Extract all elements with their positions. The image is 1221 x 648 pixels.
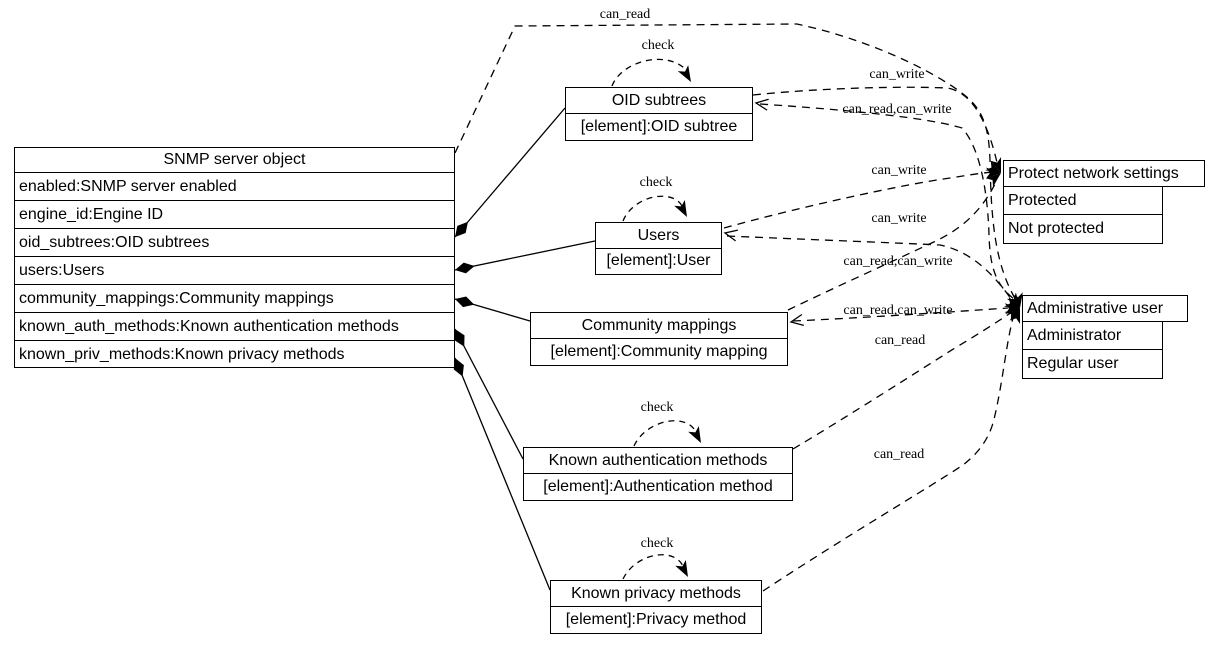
arrowhead-into-community-mappings [789,313,804,326]
node-title: Known authentication methods [524,448,792,474]
node-oid-subtrees: OID subtrees [element]:OID subtree [565,87,753,141]
node-title: SNMP server object [15,148,454,173]
diamond-oid-subtrees [455,221,468,237]
arrowhead-check-oid [677,65,691,82]
edge-label-check-auth: check [640,400,674,415]
node-protect-network-settings-title: Protect network settings [1003,160,1205,187]
edge-label-check-users: check [639,175,673,190]
edge-can-write-users-administrative-user [726,235,1015,304]
node-snmp-server-object: SNMP server object enabled:SNMP server e… [14,147,455,368]
arrowheads-protect-network-settings [985,157,1002,187]
diamond-community-mappings [455,296,475,308]
edge-composition-users [454,240,596,271]
arrowheads-into-collections [723,98,804,326]
attribute-row-community-mappings: community_mappings:Community mappings [15,285,454,313]
edge-composition-oid-subtrees [454,107,566,238]
attribute-row-oid-subtrees: oid_subtrees:OID subtrees [15,229,454,257]
arrowhead-into-oid-subtrees [754,98,769,111]
edge-can-write-oid-subtrees-to-protect [752,86,999,168]
attribute-row-engine-id: engine_id:Engine ID [15,201,454,229]
attribute-row-users: users:Users [15,257,454,285]
node-administrative-user-values: Administrator Regular user [1022,322,1163,379]
element-row: [element]:Authentication method [543,477,773,495]
node-title: OID subtrees [566,88,752,114]
node-known-auth-methods: Known authentication methods [element]:A… [523,447,793,501]
edge-label-can-write-users-2: can_write [871,211,927,226]
edge-label-can-read-priv: can_read [873,447,925,462]
edge-label-can-write-oid: can_write [869,67,925,82]
arrowheads-administrative-user [1004,292,1023,324]
edge-can-read-can-write-community-mappings-to-protect [787,179,998,311]
edge-label-check-oid: check [641,38,675,53]
attribute-row-enabled: enabled:SNMP server enabled [15,173,454,201]
attribute-row-known-priv-methods: known_priv_methods:Known privacy methods [19,346,345,363]
edge-can-read-known-priv-methods-to-administrative-user [762,317,1014,592]
node-administrative-user-title: Administrative user [1022,295,1188,322]
enum-value-protected: Protected [1004,187,1162,215]
edge-label-crw-oid: can_read,can_write [842,102,952,117]
arrowhead-check-users [674,200,687,217]
element-row: [element]:User [606,252,711,269]
edge-label-can-read-auth: can_read [874,333,926,348]
arrowhead-into-users [723,229,739,242]
edge-check-oid-subtrees [611,58,687,87]
diamond-known-priv-methods [453,358,464,377]
edge-composition-known-auth-methods [454,328,524,460]
element-row: [element]:Privacy method [565,610,747,628]
enum-value-regular-user: Regular user [1027,355,1119,372]
edge-label-can-read-top: can_read [599,7,651,22]
attribute-row-known-auth-methods: known_auth_methods:Known authentication … [15,313,454,341]
edge-check-known-priv-methods [622,554,684,580]
composition-diamonds [453,221,475,377]
edge-label-crw-cm-1: can_read,can_write [843,254,953,269]
arrowheads-check-loops [674,65,701,577]
enum-value-administrator: Administrator [1023,322,1162,350]
edge-label-can-write-users-1: can_write [871,163,927,178]
node-community-mappings: Community mappings [element]:Community m… [530,312,788,366]
node-known-priv-methods: Known privacy methods [element]:Privacy … [550,580,762,634]
edge-label-crw-cm-2: can_read,can_write [843,303,953,318]
node-title: Users [596,223,721,249]
edge-composition-known-priv-methods [454,357,551,591]
edge-check-known-auth-methods [633,420,697,447]
element-row: [element]:OID subtree [580,117,738,135]
edge-can-write-users-to-protect [723,171,998,229]
diamond-users [455,262,475,274]
diamond-known-auth-methods [454,329,465,347]
node-title: Known privacy methods [551,581,761,607]
edge-can-read-snmp-to-administrative-user [454,23,1017,301]
node-title: Community mappings [531,313,787,339]
node-protect-network-settings-values: Protected Not protected [1003,187,1163,244]
edge-check-users [622,195,683,222]
arrowhead-check-auth [688,426,701,443]
edge-can-read-can-write-oid-subtrees-administrative-user [759,103,1015,300]
node-users: Users [element]:User [595,222,722,275]
edge-label-check-priv: check [640,536,674,551]
edge-can-read-known-auth-methods-to-administrative-user [792,311,1013,450]
element-row: [element]:Community mapping [550,342,768,360]
arrowhead-check-priv [675,560,688,577]
enum-value-not-protected: Not protected [1008,220,1105,237]
